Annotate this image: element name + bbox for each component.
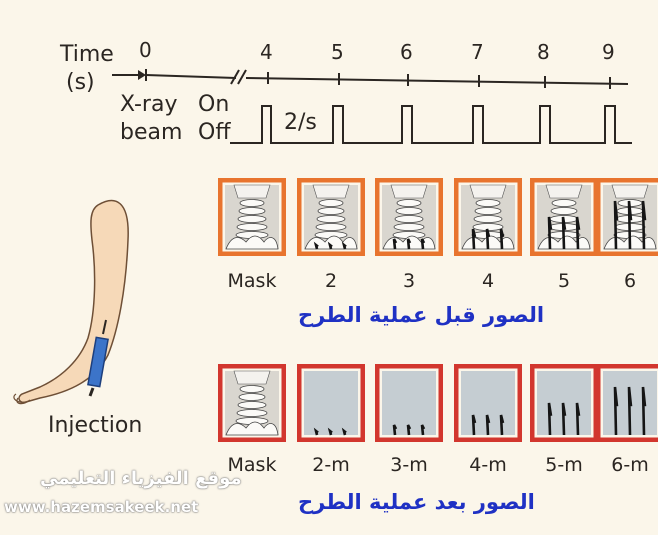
time-arrow-head xyxy=(138,70,146,80)
rate-label: 2/s xyxy=(284,110,317,135)
tick-label-8: 8 xyxy=(537,40,550,64)
after-frame xyxy=(454,364,522,442)
after-frame xyxy=(375,364,443,442)
beam-label-line1: X-ray xyxy=(120,92,177,117)
tick-label-0: 0 xyxy=(139,38,152,62)
watermark-line2: www.hazemsakeek.net xyxy=(4,498,198,516)
before-frame xyxy=(375,178,443,256)
after-frame xyxy=(596,364,658,442)
after-frame-label: 6-m xyxy=(593,454,658,476)
before-frame-label: 5 xyxy=(527,270,601,292)
off-label: Off xyxy=(198,120,230,145)
time-label: Time xyxy=(60,42,114,67)
after-frame-label: 5-m xyxy=(527,454,601,476)
before-frame-label: 6 xyxy=(593,270,658,292)
tick-label-5: 5 xyxy=(331,40,344,64)
before-frame xyxy=(530,178,598,256)
tick-label-9: 9 xyxy=(602,40,615,64)
after-caption: الصور بعد عملية الطرح xyxy=(298,490,535,514)
arm-illustration xyxy=(14,201,128,404)
time-axis-right xyxy=(246,78,628,84)
before-frame-label: Mask xyxy=(215,270,289,292)
beam-label-line2: beam xyxy=(120,120,182,145)
before-frame-label: 4 xyxy=(451,270,525,292)
before-frame-label: 3 xyxy=(372,270,446,292)
before-caption: الصور قبل عملية الطرح xyxy=(298,303,544,327)
before-frame xyxy=(297,178,365,256)
after-frame xyxy=(297,364,365,442)
after-frame-label: 4-m xyxy=(451,454,525,476)
after-frame xyxy=(530,364,598,442)
time-axis-left xyxy=(146,75,236,78)
before-frame xyxy=(454,178,522,256)
injection-label: Injection xyxy=(48,413,142,438)
time-unit-label: (s) xyxy=(66,70,95,95)
axis-break-mark xyxy=(238,70,246,84)
tick-label-6: 6 xyxy=(400,40,413,64)
after-frame-label: 2-m xyxy=(294,454,368,476)
watermark-line1: موقع الفيزياء التعليمي xyxy=(40,468,242,489)
before-frame xyxy=(218,178,286,256)
before-frame-label: 2 xyxy=(294,270,368,292)
tick-label-4: 4 xyxy=(260,40,273,64)
before-frame xyxy=(596,178,658,256)
after-frame-label: 3-m xyxy=(372,454,446,476)
tick-label-7: 7 xyxy=(471,40,484,64)
on-label: On xyxy=(198,92,229,117)
after-frame xyxy=(218,364,286,442)
